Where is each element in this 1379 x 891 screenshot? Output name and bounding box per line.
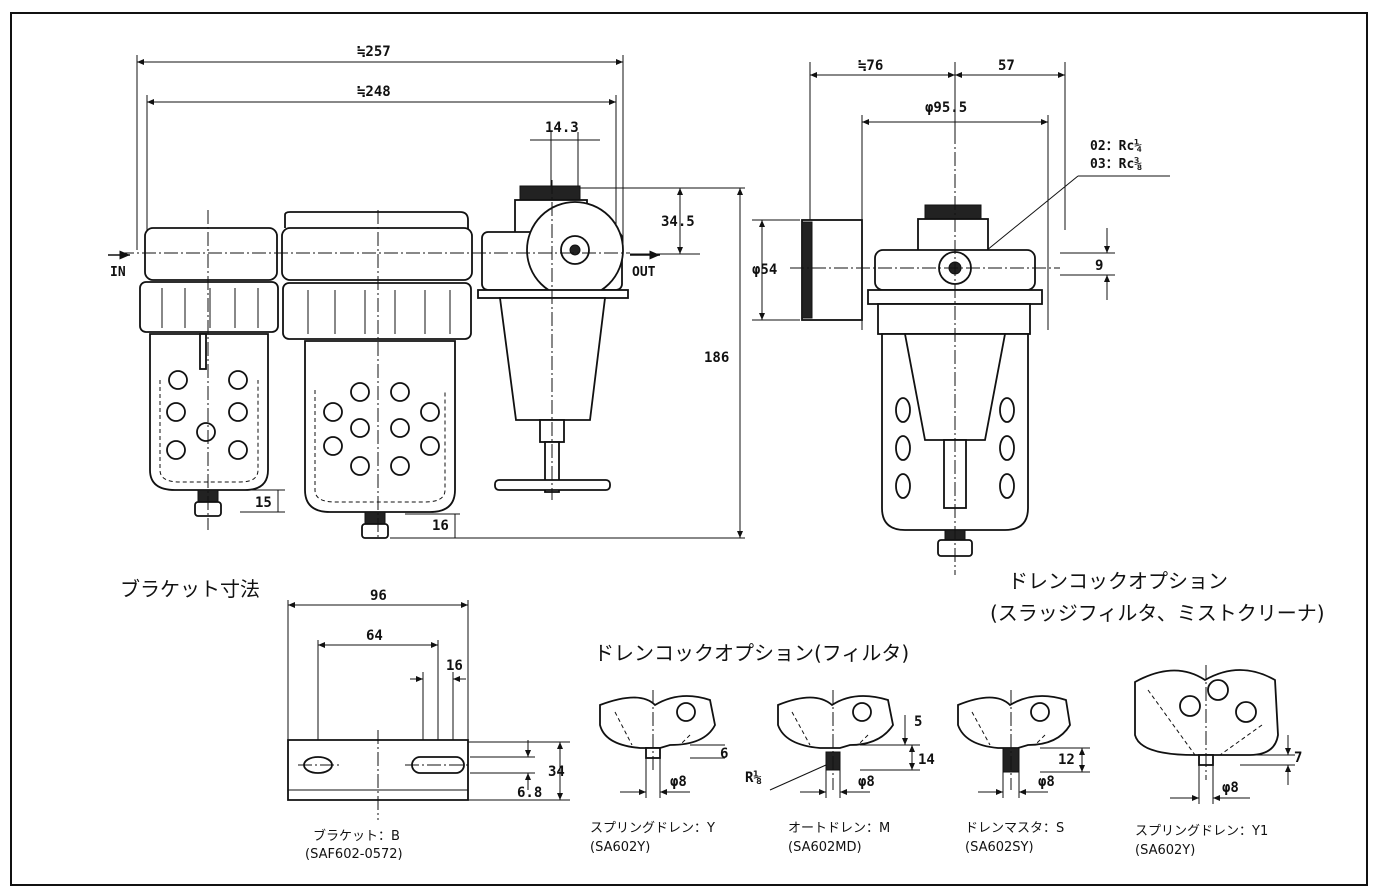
regulator-unit xyxy=(477,180,629,500)
drain-mist-title-line2: (スラッジフィルタ、ミストクリーナ) xyxy=(990,601,1325,625)
bracket-dim-96: 96 xyxy=(370,588,387,604)
dim-14-3: 14.3 xyxy=(545,120,579,136)
dim-phi54: φ54 xyxy=(752,262,777,278)
dim-186: 186 xyxy=(704,350,729,366)
y-dim-6: 6 xyxy=(720,746,728,762)
port-02-label: 02：Rc¼ xyxy=(1090,139,1142,154)
s-caption-name: ドレンマスタ：S xyxy=(965,821,1064,836)
port-03-label: 03：Rc⅜ xyxy=(1090,157,1142,172)
m-dim-5: 5 xyxy=(914,714,922,730)
dim-phi95-5: φ95.5 xyxy=(925,100,967,116)
m-caption-name: オートドレン：M xyxy=(788,821,890,836)
y-dim-phi8: φ8 xyxy=(670,774,687,790)
m-caption-code: (SA602MD) xyxy=(788,840,862,855)
drain-option-s: 12 φ8 ドレンマスタ：S (SA602SY) xyxy=(957,690,1090,855)
dim-15: 15 xyxy=(255,495,272,511)
bracket-dim-34: 34 xyxy=(548,764,565,780)
drain-option-m: 14 5 R⅛ φ8 オートドレン：M (SA602MD) xyxy=(745,690,935,855)
in-label: IN xyxy=(110,265,126,280)
y-caption-name: スプリングドレン：Y xyxy=(590,821,715,836)
drawing-frame xyxy=(10,12,1368,886)
s-caption-code: (SA602SY) xyxy=(965,840,1034,855)
m-dim-phi8: φ8 xyxy=(858,774,875,790)
front-view: ≒257 ≒248 14.3 34.5 186 15 16 IN OUT xyxy=(108,44,745,540)
drain-option-y1: 7 φ8 スプリングドレン：Y1 (SA602Y) xyxy=(1134,665,1302,858)
bracket-dim-16: 16 xyxy=(446,658,463,674)
s-dim-12: 12 xyxy=(1058,752,1075,768)
drain-filter-title: ドレンコックオプション(フィルタ) xyxy=(594,641,909,665)
s-dim-phi8: φ8 xyxy=(1038,774,1055,790)
y1-dim-phi8: φ8 xyxy=(1222,780,1239,796)
dim-9: 9 xyxy=(1095,258,1103,274)
drain-mist-title-line1: ドレンコックオプション xyxy=(1008,569,1228,593)
dim-34-5: 34.5 xyxy=(661,214,695,230)
m-dim-14: 14 xyxy=(918,752,935,768)
y1-dim-7: 7 xyxy=(1294,750,1302,766)
out-label: OUT xyxy=(632,265,656,280)
dim-16: 16 xyxy=(432,518,449,534)
bracket-caption-name: ブラケット：B xyxy=(313,828,400,844)
y1-caption-name: スプリングドレン：Y1 xyxy=(1135,824,1268,839)
dim-57: 57 xyxy=(998,58,1015,74)
filter-unit xyxy=(139,210,279,530)
bracket-view: ブラケット寸法 96 64 16 34 6.8 ブラケット：B (SAF602-… xyxy=(120,577,570,862)
bracket-dim-6-8: 6.8 xyxy=(517,785,542,801)
bracket-caption-code: (SAF602-0572) xyxy=(305,847,403,862)
mist-cleaner-unit xyxy=(281,210,473,540)
dim-76: ≒76 xyxy=(858,58,883,74)
bracket-dim-64: 64 xyxy=(366,628,383,644)
dim-257: ≒257 xyxy=(357,44,391,60)
drain-option-y: 6 φ8 スプリングドレン：Y (SA602Y) xyxy=(590,690,728,855)
y-caption-code: (SA602Y) xyxy=(590,840,650,855)
bracket-title: ブラケット寸法 xyxy=(120,577,260,601)
dim-248: ≒248 xyxy=(357,84,391,100)
side-view: ≒76 57 φ95.5 02：Rc¼ 03：Rc⅜ φ54 9 xyxy=(752,58,1170,575)
y1-caption-code: (SA602Y) xyxy=(1135,843,1195,858)
m-dim-r1-8: R⅛ xyxy=(745,770,762,786)
